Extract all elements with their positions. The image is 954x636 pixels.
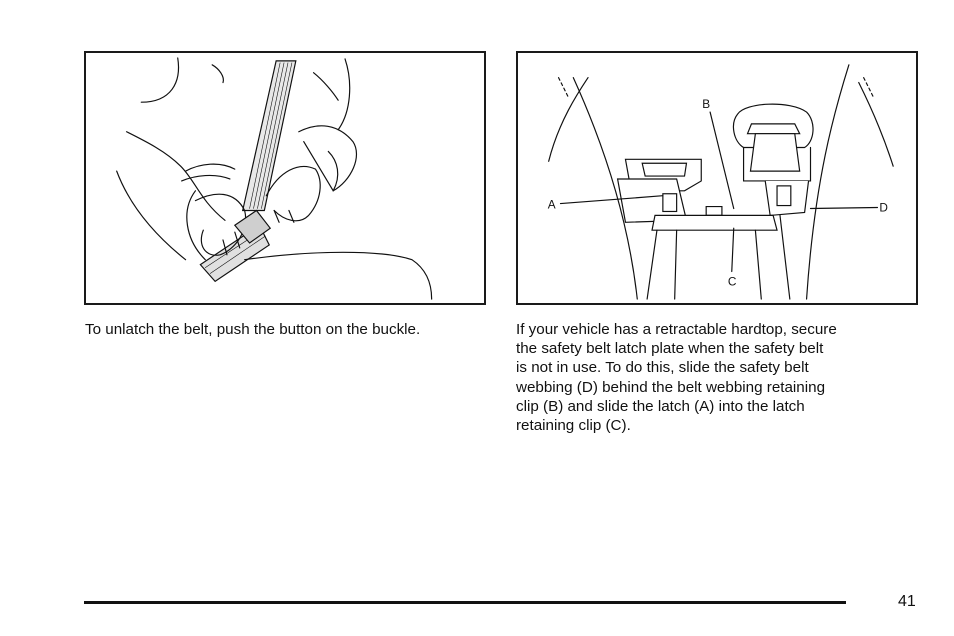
label-a: A (548, 198, 556, 212)
belt-retaining-clip-illustration: A B C D (516, 51, 918, 305)
footer-rule (84, 601, 846, 604)
label-d: D (879, 200, 888, 214)
label-c: C (728, 274, 737, 288)
unlatch-belt-drawing (116, 57, 433, 300)
retaining-clip-drawing: A B C D (548, 64, 894, 300)
unlatch-belt-illustration (84, 51, 486, 305)
page-number: 41 (898, 593, 916, 610)
right-caption: If your vehicle has a retractable hardto… (516, 321, 837, 435)
label-b: B (702, 97, 710, 111)
left-caption: To unlatch the belt, push the button on … (85, 321, 421, 338)
